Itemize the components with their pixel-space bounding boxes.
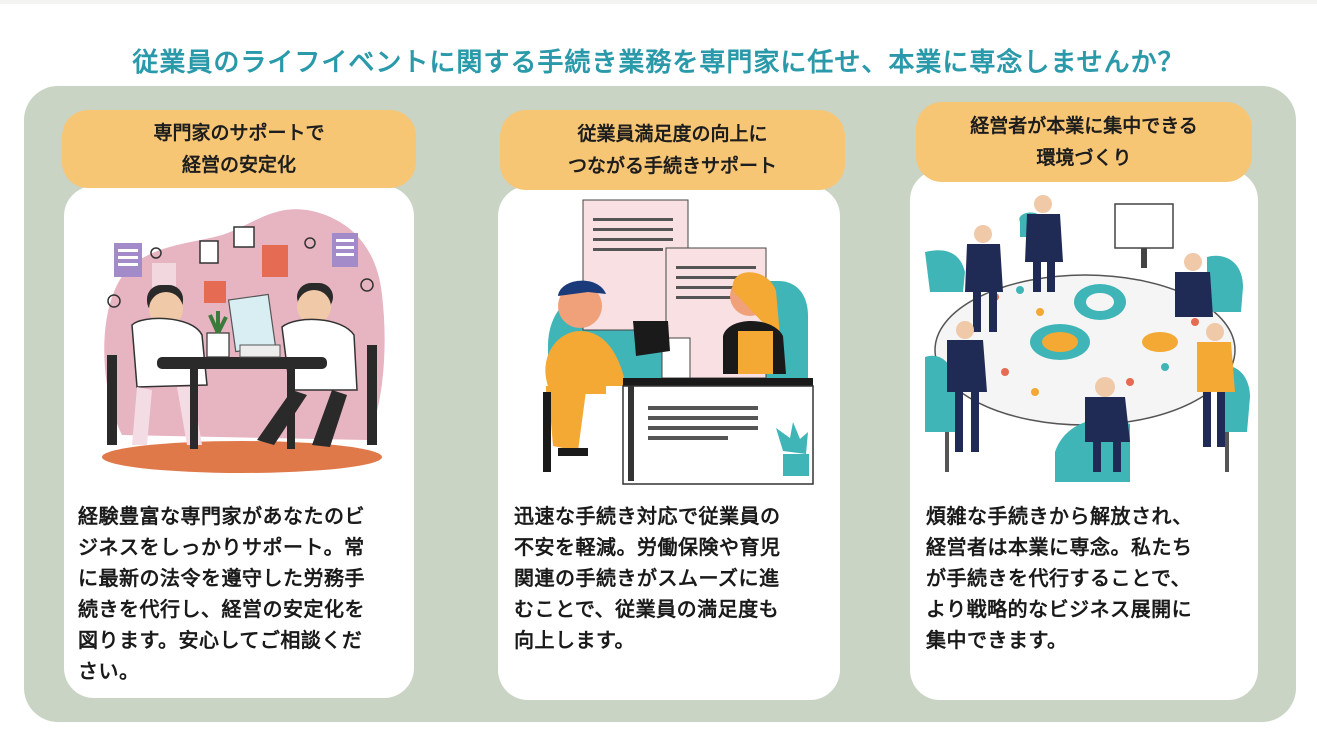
- top-divider: [0, 0, 1317, 4]
- card-title-pill: 専門家のサポートで 経営の安定化: [62, 110, 416, 188]
- consultation-illustration: [102, 209, 385, 473]
- page-headline: 従業員のライフイベントに関する手続き業務を専門家に任せ、本業に専念しませんか？: [132, 48, 1185, 78]
- card-title-pill: 経営者が本業に集中できる 環境づくり: [916, 102, 1252, 182]
- card-body-text: 迅速な手続き対応で従業員の 不安を軽減。労働保険や育児 関連の手続きがスムーズに…: [514, 504, 781, 652]
- employee-support-illustration: [543, 199, 814, 485]
- card-body-text: 煩雑な手続きから解放され、 経営者は本業に専念。私たち が手続きを代行することで…: [926, 504, 1193, 652]
- business-meeting-illustration: [925, 195, 1250, 482]
- card-title-pill: 従業員満足度の向上に つながる手続きサポート: [500, 110, 845, 190]
- card-body-text: 経験豊富な専門家があなたのビ ジネスをしっかりサポート。常 に最新の法令を遵守し…: [78, 504, 365, 683]
